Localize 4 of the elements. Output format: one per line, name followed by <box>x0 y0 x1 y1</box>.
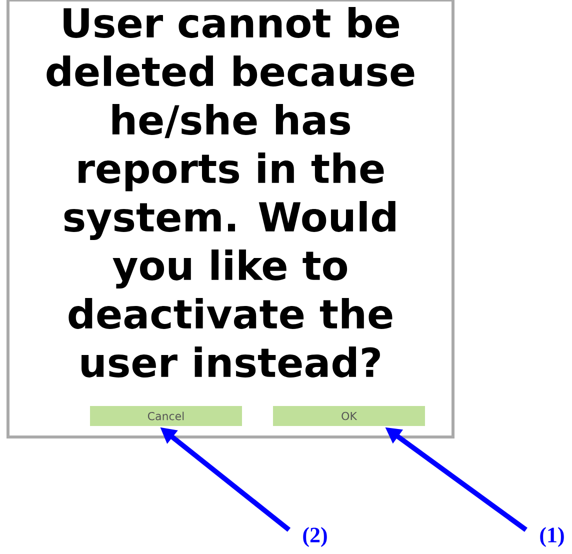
button: OK <box>273 406 425 426</box>
callout-number: (2) <box>303 527 327 547</box>
callout-number: (1) <box>540 527 564 547</box>
button: Cancel <box>90 406 242 426</box>
